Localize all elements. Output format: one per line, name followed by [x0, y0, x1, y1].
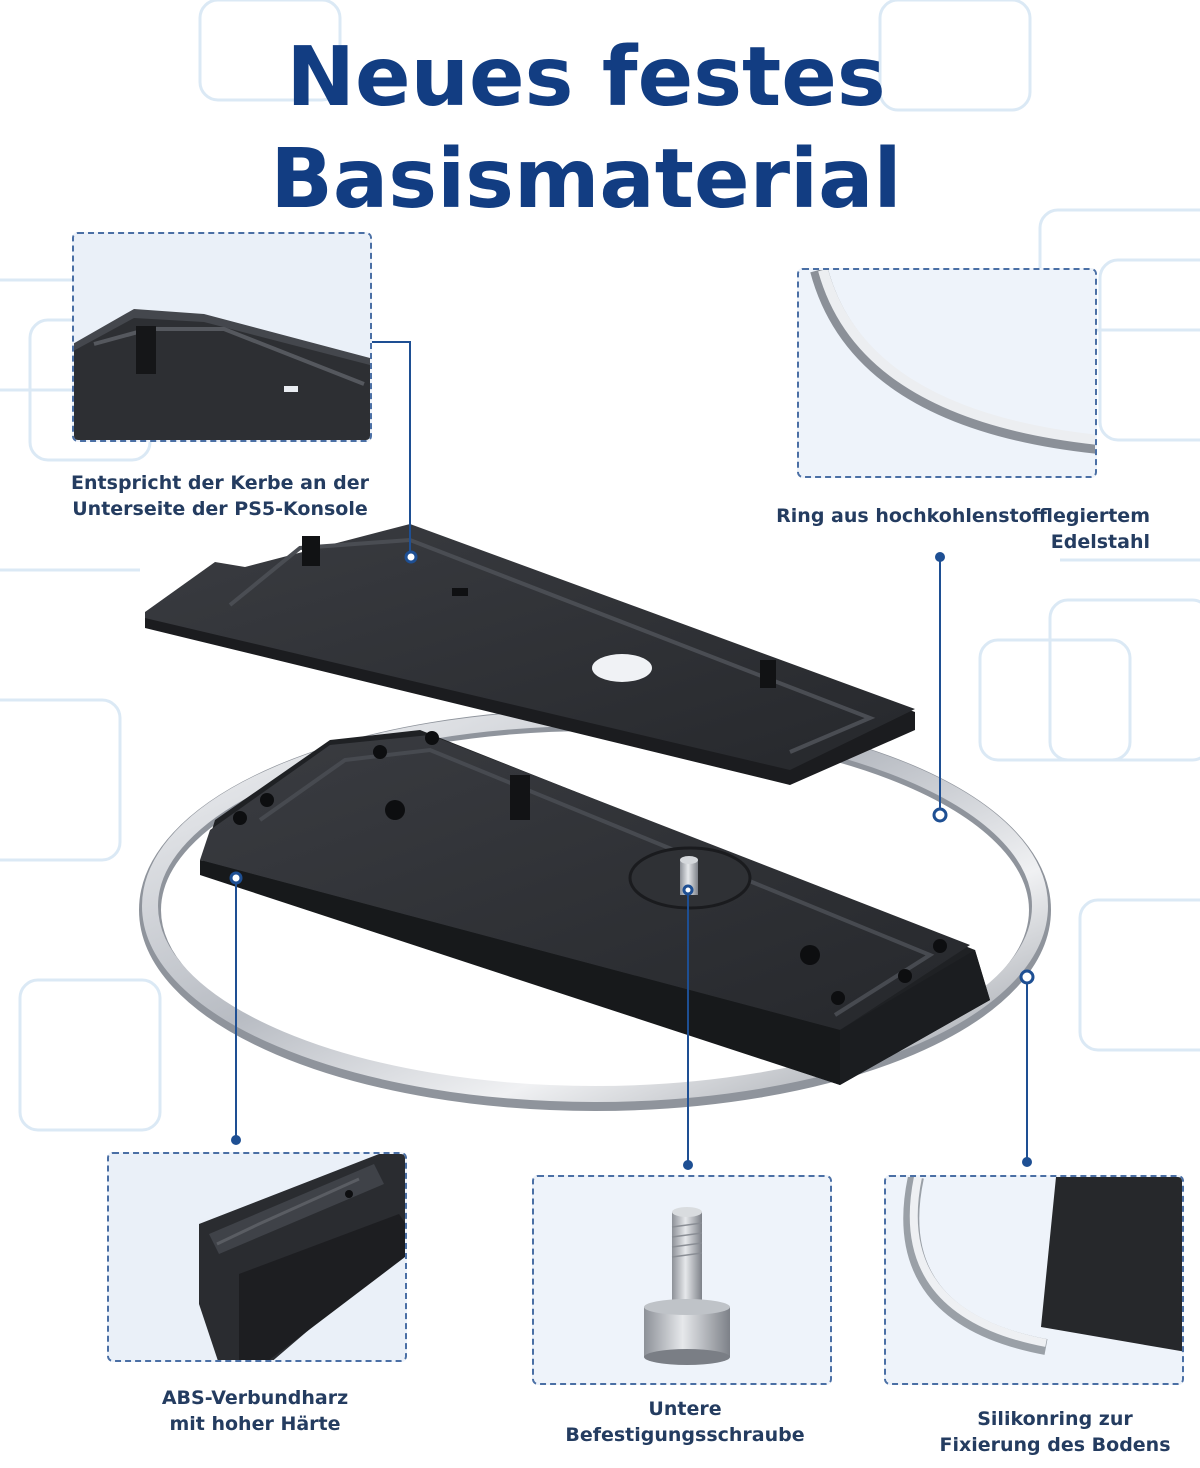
label-notch-line-1: Entspricht der Kerbe an der — [71, 472, 369, 494]
lower-base-plate — [200, 730, 990, 1085]
label-screw-line-2: Befestigungsschraube — [565, 1424, 805, 1446]
callout-lines — [235, 341, 1028, 1165]
label-abs: ABS-Verbundharz mit hoher Härte — [120, 1385, 390, 1437]
label-silicone-line-2: Fixierung des Bodens — [939, 1434, 1171, 1456]
upper-plate — [145, 524, 915, 785]
label-silicone-line-1: Silikonring zur — [977, 1408, 1133, 1430]
callout-markers — [229, 550, 1035, 985]
label-ring: Ring aus hochkohlenstofflegiertem Edelst… — [700, 503, 1150, 555]
label-abs-line-2: mit hoher Härte — [169, 1413, 341, 1435]
inset-silicone-detail — [884, 1175, 1184, 1385]
inset-notch-detail — [72, 232, 372, 442]
label-abs-line-1: ABS-Verbundharz — [161, 1387, 349, 1409]
label-ring-line-2: Edelstahl — [1050, 531, 1150, 553]
label-screw-line-1: Untere — [648, 1398, 722, 1420]
page-title-line-2: Basismaterial — [270, 132, 902, 227]
label-screw: Untere Befestigungsschraube — [540, 1396, 830, 1448]
label-notch: Entspricht der Kerbe an der Unterseite d… — [40, 470, 400, 522]
page-title-line-1: Neues festes — [286, 30, 886, 125]
inset-ring-detail — [797, 268, 1097, 478]
inset-abs-material — [107, 1152, 407, 1362]
inset-screw-detail — [532, 1175, 832, 1385]
label-silicone: Silikonring zur Fixierung des Bodens — [915, 1406, 1195, 1458]
label-ring-line-1: Ring aus hochkohlenstofflegiertem — [776, 505, 1150, 527]
label-notch-line-2: Unterseite der PS5-Konsole — [72, 498, 368, 520]
